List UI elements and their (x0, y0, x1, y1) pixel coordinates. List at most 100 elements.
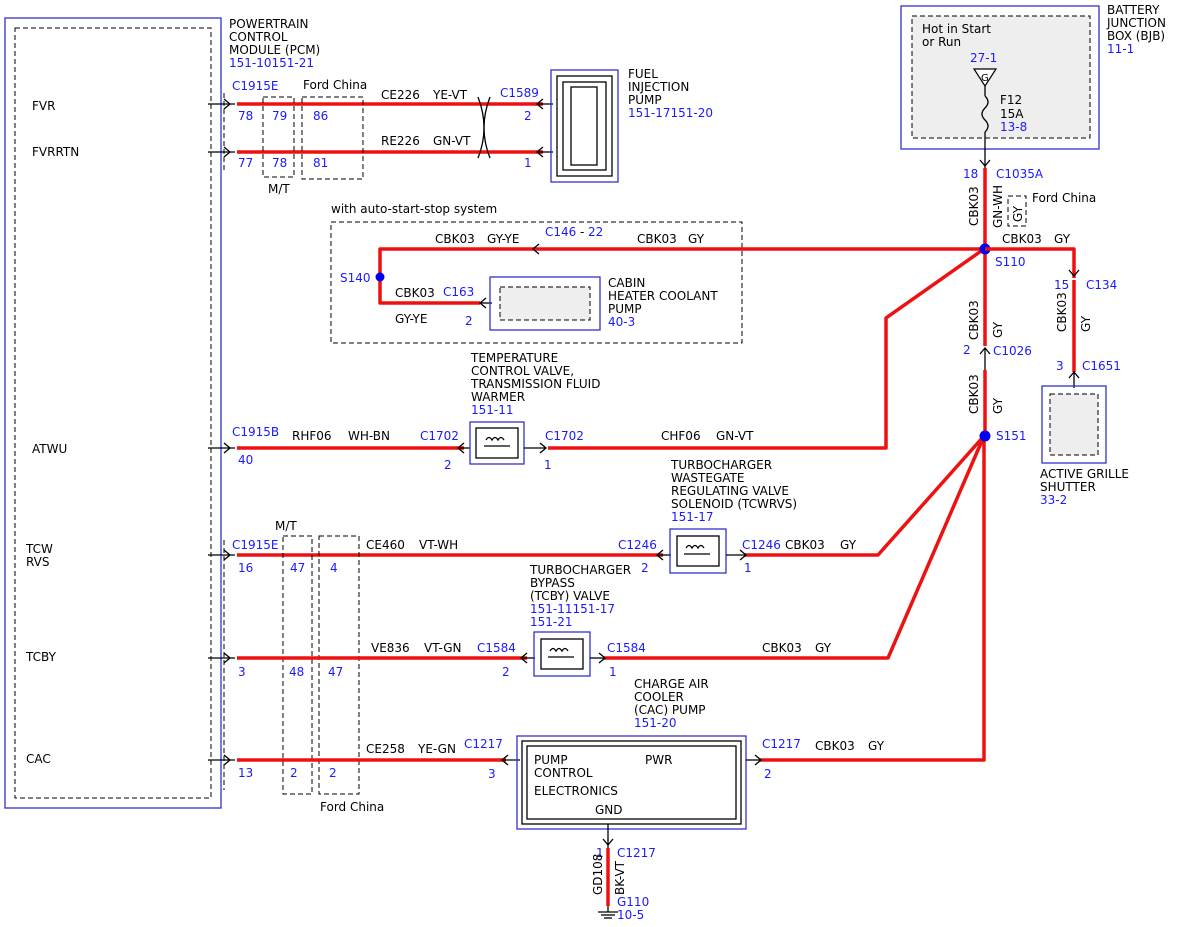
svg-text:C1217: C1217 (617, 846, 656, 860)
svg-text:SOLENOID (TCWRVS): SOLENOID (TCWRVS) (671, 497, 797, 511)
svg-text:TURBOCHARGER: TURBOCHARGER (529, 563, 631, 577)
svg-text:3: 3 (488, 767, 496, 781)
svg-text:GY: GY (815, 641, 832, 655)
pin-cac: CAC (26, 752, 51, 766)
svg-text:CBK03: CBK03 (1002, 232, 1042, 246)
svg-text:2: 2 (502, 665, 510, 679)
svg-text:13: 13 (238, 766, 253, 780)
svg-text:GY: GY (991, 397, 1005, 414)
svg-text:2: 2 (329, 766, 337, 780)
svg-text:GD108: GD108 (591, 854, 605, 895)
solenoid-coil-icon (548, 647, 574, 658)
turbocharger-wastegate-solenoid: TURBOCHARGER WASTEGATE REGULATING VALVE … (669, 458, 797, 574)
svg-text:C1702: C1702 (420, 429, 459, 443)
svg-text:Ford China: Ford China (320, 800, 384, 814)
pin-tcw: TCW (25, 542, 53, 556)
svg-text:GY: GY (1054, 232, 1071, 246)
svg-text:VT-GN: VT-GN (424, 641, 461, 655)
svg-text:C146: C146 (545, 225, 576, 239)
svg-text:C1217: C1217 (762, 737, 801, 751)
svg-text:2: 2 (465, 314, 473, 328)
svg-text:S110: S110 (995, 255, 1026, 269)
svg-text:CHARGE AIR: CHARGE AIR (634, 677, 709, 691)
svg-text:MODULE (PCM): MODULE (PCM) (229, 43, 320, 57)
svg-text:CE226: CE226 (381, 88, 420, 102)
svg-text:M/T: M/T (275, 519, 297, 533)
svg-text:WH-BN: WH-BN (348, 429, 390, 443)
svg-text:GY: GY (1079, 315, 1093, 332)
svg-text:CONTROL: CONTROL (534, 766, 593, 780)
svg-text:CBK03: CBK03 (967, 374, 981, 414)
svg-text:BOX (BJB): BOX (BJB) (1107, 29, 1165, 43)
svg-text:151-11: 151-11 (471, 403, 514, 417)
svg-text:CBK03: CBK03 (967, 300, 981, 340)
svg-text:TEMPERATURE: TEMPERATURE (470, 351, 558, 365)
svg-text:1: 1 (544, 458, 552, 472)
svg-text:GY-YE: GY-YE (487, 232, 519, 246)
svg-text:151-21: 151-21 (530, 615, 573, 629)
pin-atwu: ATWU (32, 442, 67, 456)
svg-text:CABIN: CABIN (608, 276, 645, 290)
svg-text:33-2: 33-2 (1040, 493, 1067, 507)
svg-text:GND: GND (595, 803, 623, 817)
svg-text:47: 47 (328, 665, 343, 679)
svg-text:CE258: CE258 (366, 742, 405, 756)
svg-text:40-3: 40-3 (608, 315, 635, 329)
svg-text:PUMP: PUMP (534, 753, 568, 767)
fuel-injection-pump: FUEL INJECTION PUMP 151-17151-20 (550, 67, 713, 183)
svg-text:22: 22 (588, 225, 603, 239)
svg-text:48: 48 (289, 665, 304, 679)
svg-text:1: 1 (744, 561, 752, 575)
svg-text:4: 4 (330, 561, 338, 575)
svg-text:CBK03: CBK03 (815, 739, 855, 753)
svg-text:C1915E: C1915E (232, 79, 279, 93)
svg-text:GN-WH: GN-WH (991, 185, 1005, 228)
svg-text:JUNCTION: JUNCTION (1106, 16, 1166, 30)
svg-text:PUMP: PUMP (608, 302, 642, 316)
svg-text:3: 3 (238, 665, 246, 679)
svg-text:INJECTION: INJECTION (628, 80, 689, 94)
svg-text:C1026: C1026 (993, 344, 1032, 358)
svg-text:YE-GN: YE-GN (417, 742, 456, 756)
svg-text:WARMER: WARMER (471, 390, 525, 404)
svg-text:GN-VT: GN-VT (433, 134, 471, 148)
pin-rvs: RVS (26, 555, 50, 569)
cac-pump: PUMP CONTROL ELECTRONICS PWR GND CHARGE … (516, 677, 747, 830)
svg-text:3: 3 (1056, 359, 1064, 373)
svg-text:G110: G110 (617, 895, 649, 909)
tcby-circuit: 3 48 47 VE836 VT-GN C1584 2 TURBOCHARGER… (237, 435, 986, 679)
svg-text:TRANSMISSION FLUID: TRANSMISSION FLUID (470, 377, 600, 391)
svg-text:C1217: C1217 (464, 737, 503, 751)
svg-text:(TCBY) VALVE: (TCBY) VALVE (530, 589, 610, 603)
svg-text:47: 47 (290, 561, 305, 575)
svg-text:Ford China: Ford China (303, 78, 367, 92)
svg-text:2: 2 (963, 343, 971, 357)
svg-text:78: 78 (238, 109, 253, 123)
svg-text:2: 2 (524, 109, 532, 123)
svg-text:BK-VT: BK-VT (613, 860, 627, 895)
svg-text:S151: S151 (996, 429, 1027, 443)
svg-text:TURBOCHARGER: TURBOCHARGER (670, 458, 772, 472)
svg-text:27-1: 27-1 (970, 51, 997, 65)
solenoid-coil-icon (684, 544, 710, 555)
svg-text:GY-YE: GY-YE (395, 312, 427, 326)
svg-text:15: 15 (1054, 278, 1069, 292)
atwu-circuit: C1915B 40 RHF06 WH-BN C1702 2 TEMPERATUR… (232, 247, 986, 472)
svg-text:G: G (981, 73, 989, 84)
svg-text:151-17: 151-17 (671, 510, 714, 524)
splice-s140 (375, 272, 385, 282)
svg-text:GN-VT: GN-VT (716, 429, 754, 443)
active-grille-shutter: ACTIVE GRILLE SHUTTER 33-2 (1040, 385, 1129, 507)
svg-text:C1246: C1246 (618, 538, 657, 552)
svg-text:VE836: VE836 (371, 641, 410, 655)
battery-junction-box: Hot in Start or Run 27-1 G F12 15A 13-8 … (900, 3, 1166, 150)
svg-text:79: 79 (272, 109, 287, 123)
svg-text:86: 86 (313, 109, 328, 123)
svg-text:CBK03: CBK03 (637, 232, 677, 246)
svg-text:GY: GY (688, 232, 705, 246)
svg-text:CBK03: CBK03 (785, 538, 825, 552)
svg-text:15A: 15A (1000, 107, 1024, 121)
svg-text:1: 1 (596, 846, 604, 860)
svg-text:CBK03: CBK03 (1055, 292, 1069, 332)
temperature-control-valve: TEMPERATURE CONTROL VALVE, TRANSMISSION … (469, 351, 600, 465)
